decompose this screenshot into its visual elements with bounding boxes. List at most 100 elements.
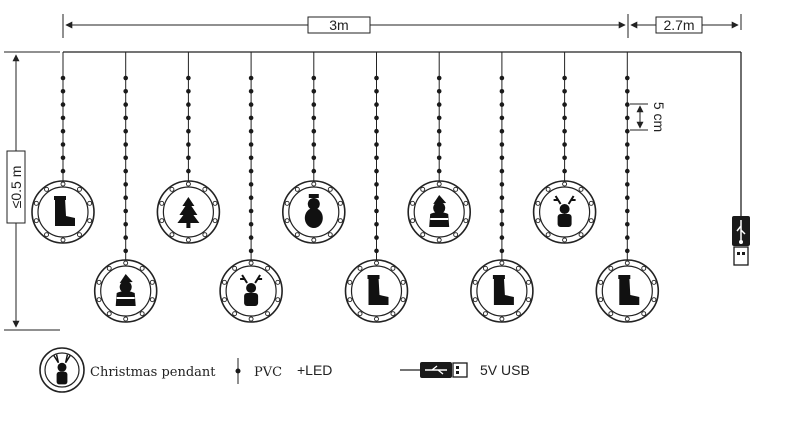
pendant-led xyxy=(106,265,112,271)
led-bead xyxy=(60,128,66,134)
santa-boot-icon xyxy=(54,196,75,226)
pendant-led xyxy=(60,181,66,187)
led-bead xyxy=(436,102,442,107)
legend-led-label: +LED xyxy=(297,362,332,378)
led-bead xyxy=(311,155,317,161)
pendant-led xyxy=(139,265,145,271)
led-bead xyxy=(374,208,379,214)
pendant-led xyxy=(311,181,317,187)
led-bead xyxy=(248,115,254,121)
led-bead xyxy=(499,208,505,214)
pendant-outer-ring xyxy=(31,180,95,244)
led-bead xyxy=(186,168,191,174)
pendant-led xyxy=(96,279,102,285)
light-strands xyxy=(31,52,660,323)
led-bead xyxy=(311,102,317,107)
led-bead xyxy=(60,115,66,121)
led-bead xyxy=(123,75,128,81)
pendant-led xyxy=(535,218,541,224)
pendant-led xyxy=(222,279,227,285)
led-bead xyxy=(374,75,379,81)
led-bead xyxy=(248,75,254,81)
pendant-inner-ring xyxy=(476,265,528,317)
width-lead-label: 2.7m xyxy=(663,17,694,33)
pendant-led xyxy=(535,200,541,206)
led-bead xyxy=(60,89,66,94)
christmas-pendant xyxy=(344,259,409,323)
pendant-led xyxy=(463,218,469,224)
pendant-led xyxy=(374,316,379,322)
pendant-led xyxy=(77,232,82,238)
christmas-pendant xyxy=(532,180,597,244)
pendant-led xyxy=(472,279,478,285)
width-main-label: 3m xyxy=(329,17,348,33)
pendant-led xyxy=(624,260,630,266)
pendant-inner-ring xyxy=(162,186,214,238)
pendant-led xyxy=(311,237,317,243)
led-bead xyxy=(311,115,317,121)
pendant-led xyxy=(347,297,353,303)
led-bead xyxy=(374,235,379,240)
snowman-icon xyxy=(304,194,323,228)
pendant-led xyxy=(578,186,584,192)
pendant-led xyxy=(60,237,66,243)
led-bead xyxy=(374,182,379,187)
led-bead xyxy=(436,168,442,174)
bead-spacing-dimension: 5 cm xyxy=(630,102,667,132)
strand xyxy=(31,52,95,244)
christmas-pendant xyxy=(219,259,283,323)
strand xyxy=(281,52,346,244)
led-bead xyxy=(374,142,379,147)
led-bead xyxy=(374,248,379,254)
pendant-led xyxy=(608,311,614,317)
width-dimension: 3m 2.7m xyxy=(62,14,742,38)
pendant-led xyxy=(598,279,604,285)
pendant-inner-ring xyxy=(538,186,591,238)
led-bead xyxy=(123,155,128,161)
pendant-led xyxy=(284,218,290,224)
led-bead xyxy=(499,235,505,240)
led-bead xyxy=(562,115,567,121)
legend: Christmas pendant PVC +LED 5V USB xyxy=(39,347,530,393)
pendant-led xyxy=(33,200,39,206)
led-bead xyxy=(374,168,379,174)
pendant-led xyxy=(598,297,604,303)
led-bead xyxy=(625,115,630,121)
led-bead xyxy=(248,182,254,187)
pendant-inner-ring xyxy=(601,265,653,317)
pendant-led xyxy=(265,265,271,271)
pendant-led xyxy=(515,311,521,317)
pendant-led xyxy=(357,265,363,271)
led-bead xyxy=(123,89,128,94)
strand xyxy=(470,52,534,323)
legend-pendant-label: Christmas pendant xyxy=(90,365,216,380)
pendant-led xyxy=(436,237,442,243)
pendant-inner-ring xyxy=(225,265,277,317)
pendant-led xyxy=(232,311,238,317)
pendant-led xyxy=(185,237,191,243)
usb-plug-icon xyxy=(732,216,750,266)
pendant-led xyxy=(588,200,594,206)
led-bead xyxy=(311,168,317,174)
pendant-led xyxy=(482,265,488,271)
led-bead xyxy=(186,155,191,161)
led-bead xyxy=(436,75,442,81)
pendant-led xyxy=(499,260,505,266)
pendant-outer-ring xyxy=(407,180,472,244)
pendant-led xyxy=(169,232,175,238)
pendant-led xyxy=(651,297,657,303)
led-bead xyxy=(374,128,379,134)
led-bead xyxy=(311,89,317,94)
led-bead xyxy=(248,222,254,227)
pendant-led xyxy=(294,232,300,238)
drop-dimension: ≤0.5 m xyxy=(4,51,60,331)
led-bead xyxy=(562,75,567,81)
strand xyxy=(344,52,409,323)
led-bead xyxy=(311,142,317,147)
pendant-led xyxy=(202,186,208,192)
christmas-pendant xyxy=(156,180,221,244)
pendant-led xyxy=(232,265,238,271)
led-bead xyxy=(499,102,505,107)
led-bead xyxy=(625,75,630,81)
led-bead xyxy=(248,155,254,161)
